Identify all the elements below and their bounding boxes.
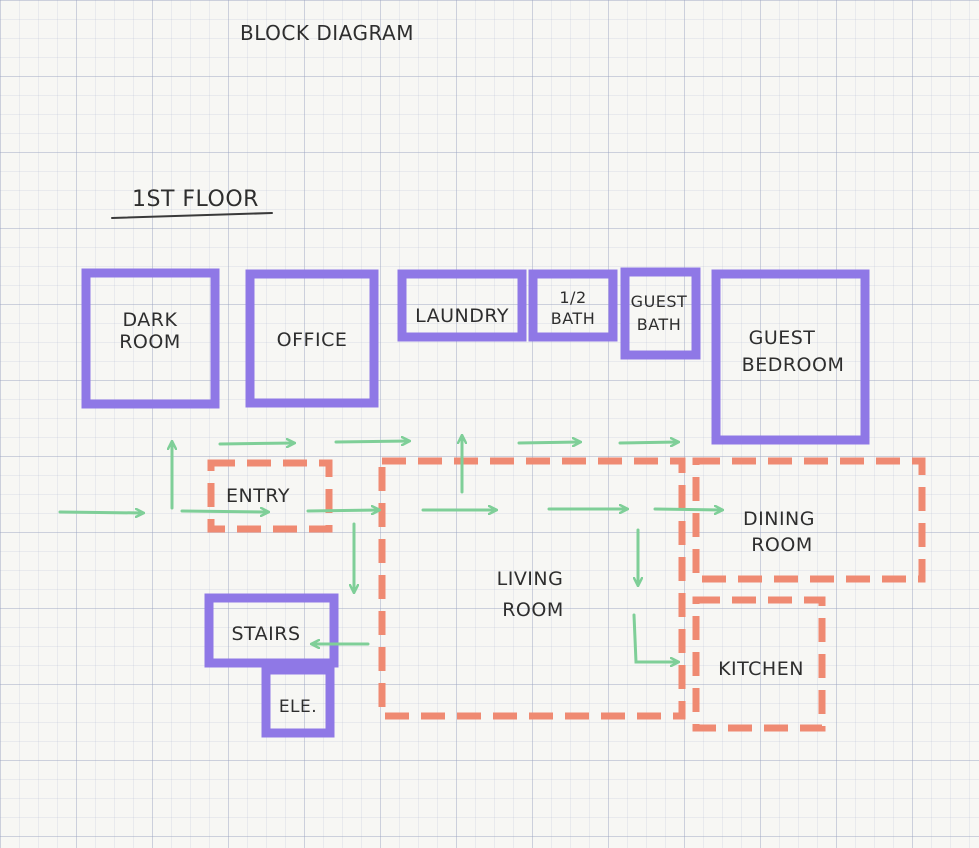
kitchen-block <box>692 596 826 732</box>
elevator-block <box>261 665 335 738</box>
arrow-into-entry <box>180 511 268 512</box>
guest-bath-block <box>620 267 701 360</box>
label-guest-bath-1: GUEST <box>631 292 688 311</box>
label-living-room-1: LIVING <box>497 568 564 590</box>
diagram-title: BLOCK DIAGRAM <box>240 21 414 45</box>
label-entry: ENTRY <box>226 485 290 507</box>
label-living-room-2: ROOM <box>502 599 564 621</box>
arrow-to-kitchen <box>632 613 678 662</box>
label-dark-room-2: ROOM <box>119 331 181 353</box>
arrow-office <box>218 443 294 444</box>
arrow-guest-bath <box>618 442 678 443</box>
guest-bedroom-block <box>711 269 870 445</box>
private-rooms <box>81 267 870 738</box>
arrow-half-bath <box>517 442 580 443</box>
entry-block <box>207 459 333 533</box>
dark-room-block <box>81 268 220 409</box>
label-dining-room-2: ROOM <box>751 534 813 556</box>
stairs-block <box>204 593 339 668</box>
label-half-bath-2: BATH <box>551 309 595 328</box>
arrow-to-dining <box>653 509 722 510</box>
laundry-block <box>397 269 527 342</box>
label-stairs: STAIRS <box>231 623 300 645</box>
label-laundry: LAUNDRY <box>415 305 509 327</box>
floor-label: 1ST FLOOR <box>132 187 259 212</box>
label-guest-bedroom-1: GUEST <box>749 327 816 349</box>
circulation-arrows <box>58 436 722 662</box>
living-room-block <box>378 457 686 720</box>
label-office: OFFICE <box>277 329 348 351</box>
arrow-approach <box>58 512 143 513</box>
dining-room-block <box>692 457 926 583</box>
label-elevator: ELE. <box>279 697 317 717</box>
label-dining-room-1: DINING <box>743 508 815 530</box>
label-half-bath-1: 1/2 <box>559 288 586 307</box>
label-dark-room-1: DARK <box>123 309 178 331</box>
office-block <box>245 269 379 408</box>
public-rooms <box>207 457 926 732</box>
arrow-entry-to-living <box>306 510 379 511</box>
floor-label-underline <box>111 212 273 219</box>
label-guest-bedroom-2: BEDROOM <box>742 354 845 376</box>
room-labels: DARK ROOM OFFICE LAUNDRY 1/2 BATH GUEST … <box>119 288 844 717</box>
half-bath-block <box>528 269 618 342</box>
arrow-laundry <box>334 441 409 442</box>
label-guest-bath-2: BATH <box>637 315 681 334</box>
label-kitchen: KITCHEN <box>718 658 804 680</box>
